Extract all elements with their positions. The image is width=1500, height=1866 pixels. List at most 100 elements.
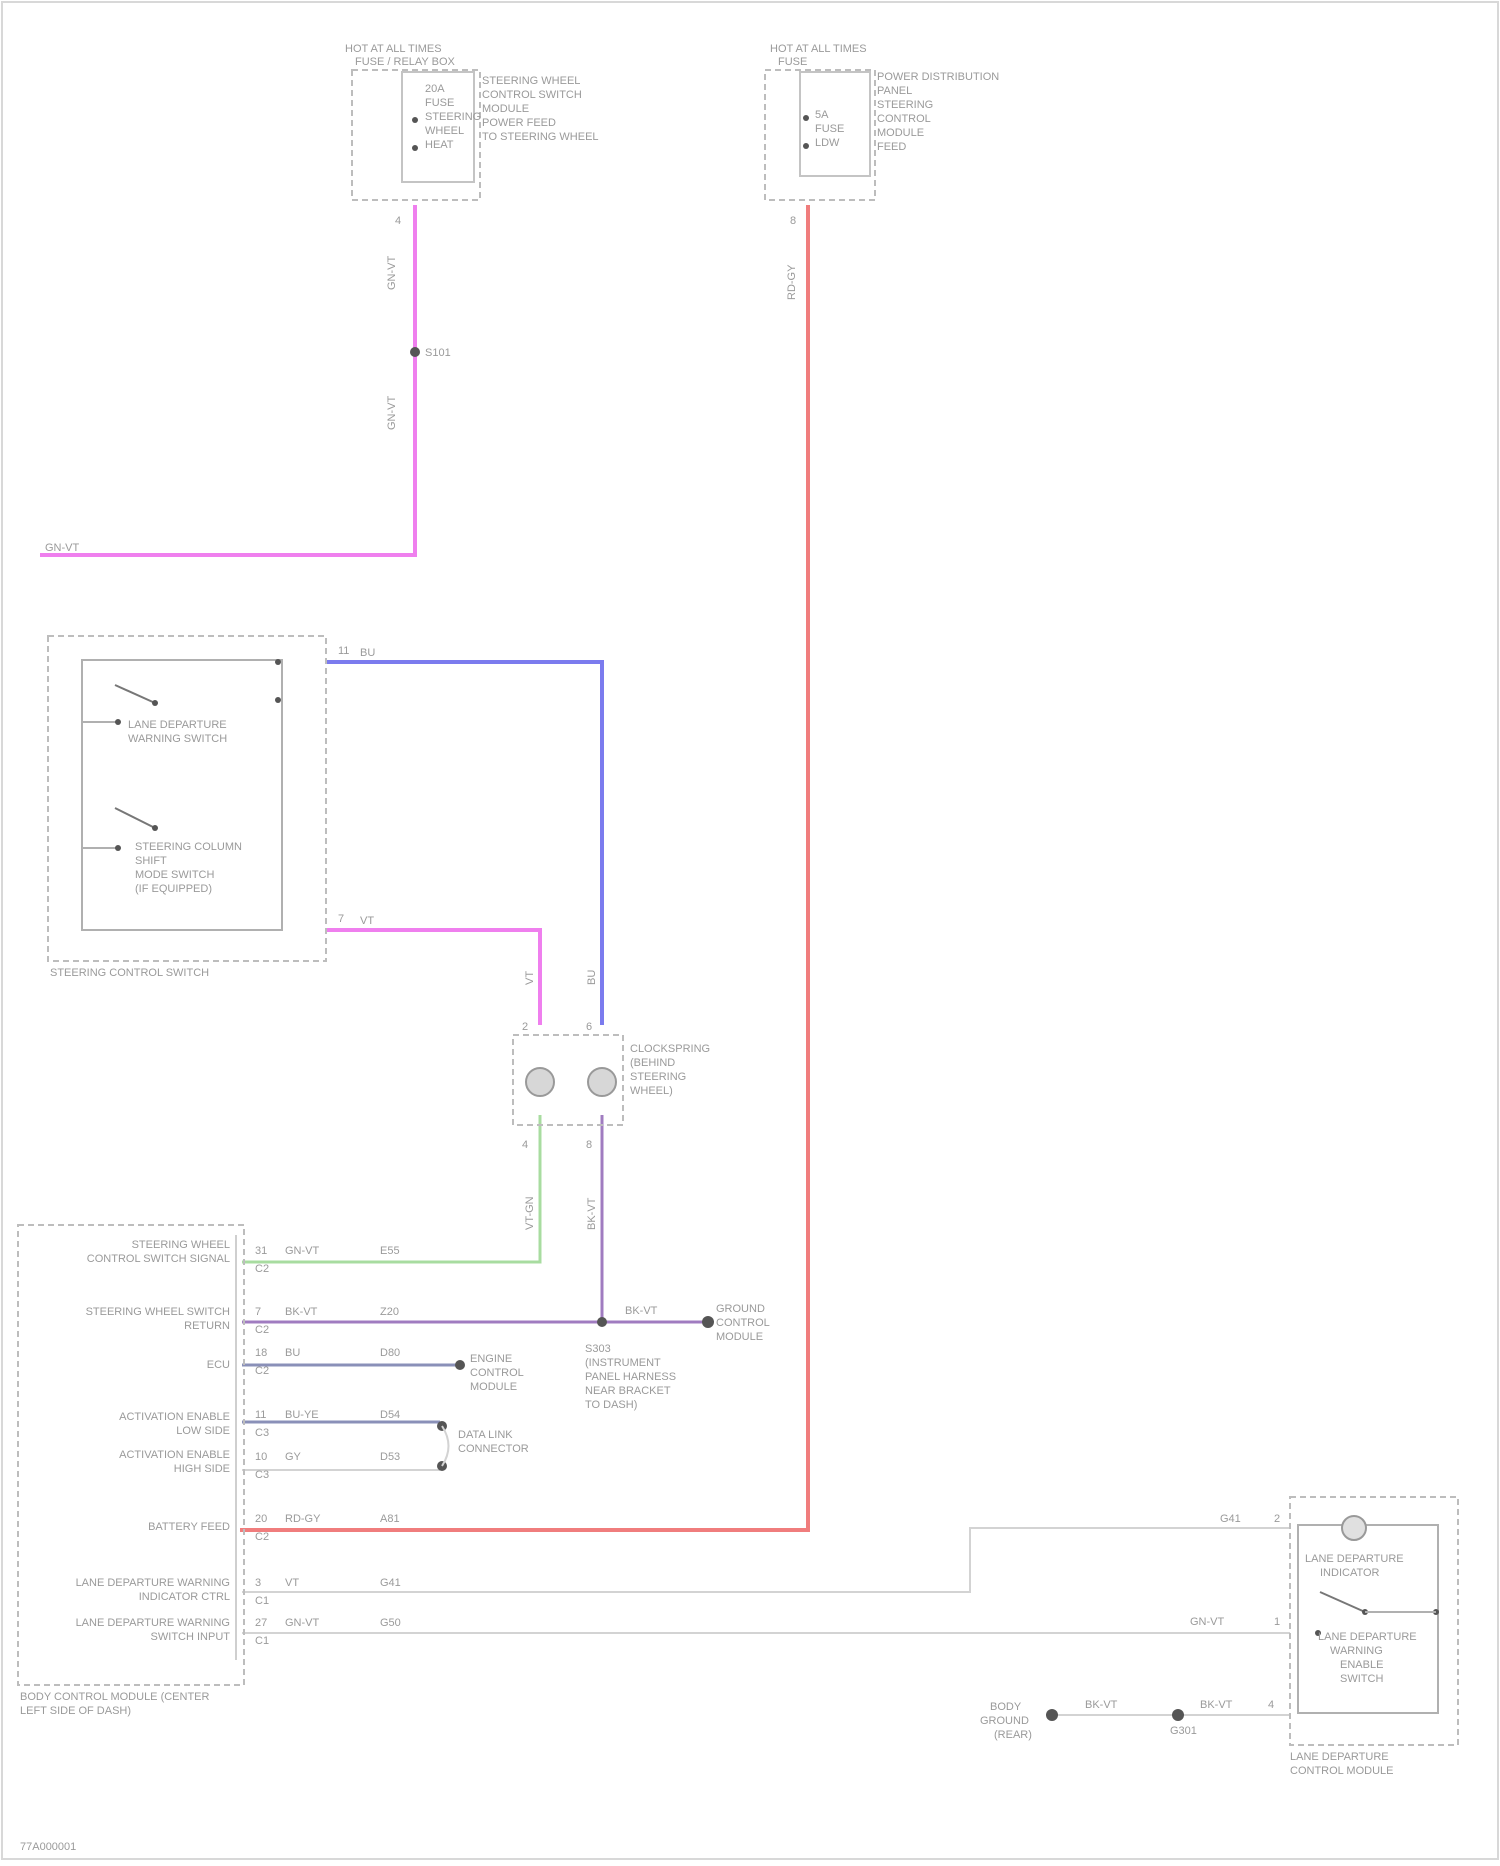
svg-text:BK-VT: BK-VT bbox=[625, 1305, 658, 1317]
svg-text:MODULE: MODULE bbox=[482, 103, 529, 115]
svg-text:NEAR BRACKET: NEAR BRACKET bbox=[585, 1385, 671, 1397]
svg-text:LANE DEPARTURE: LANE DEPARTURE bbox=[1305, 1553, 1404, 1565]
svg-text:20: 20 bbox=[255, 1513, 267, 1525]
svg-text:WARNING SWITCH: WARNING SWITCH bbox=[128, 733, 227, 745]
svg-text:CONTROL SWITCH SIGNAL: CONTROL SWITCH SIGNAL bbox=[87, 1253, 230, 1265]
svg-text:G50: G50 bbox=[380, 1617, 401, 1629]
svg-text:C1: C1 bbox=[255, 1595, 269, 1607]
svg-text:LANE DEPARTURE WARNING: LANE DEPARTURE WARNING bbox=[76, 1617, 230, 1629]
footer-code: 77A000001 bbox=[20, 1841, 76, 1853]
svg-text:27: 27 bbox=[255, 1617, 267, 1629]
wire-label-left-b: GN-VT bbox=[386, 396, 398, 431]
svg-text:STEERING: STEERING bbox=[425, 111, 481, 123]
svg-text:C2: C2 bbox=[255, 1324, 269, 1336]
svg-text:8: 8 bbox=[586, 1139, 592, 1151]
svg-text:E55: E55 bbox=[380, 1245, 400, 1257]
svg-text:TO STEERING WHEEL: TO STEERING WHEEL bbox=[482, 131, 599, 143]
svg-text:LANE DEPARTURE: LANE DEPARTURE bbox=[128, 719, 227, 731]
svg-text:RD-GY: RD-GY bbox=[285, 1513, 321, 1525]
svg-text:A81: A81 bbox=[380, 1513, 400, 1525]
svg-text:(INSTRUMENT: (INSTRUMENT bbox=[585, 1357, 661, 1369]
svg-text:BU-YE: BU-YE bbox=[285, 1409, 319, 1421]
svg-text:D80: D80 bbox=[380, 1347, 400, 1359]
svg-text:S303: S303 bbox=[585, 1343, 611, 1355]
fuse-left-name: FUSE / RELAY BOX bbox=[355, 56, 456, 68]
svg-text:20A: 20A bbox=[425, 83, 445, 95]
svg-text:CONTROL: CONTROL bbox=[470, 1367, 524, 1379]
svg-text:D53: D53 bbox=[380, 1451, 400, 1463]
svg-text:G41: G41 bbox=[380, 1577, 401, 1589]
svg-text:5A: 5A bbox=[815, 109, 829, 121]
svg-text:6: 6 bbox=[586, 1021, 592, 1033]
bcm-name: BODY CONTROL MODULE (CENTER bbox=[20, 1691, 210, 1703]
svg-text:BK-VT: BK-VT bbox=[1085, 1699, 1118, 1711]
svg-text:LDW: LDW bbox=[815, 137, 840, 149]
svg-text:FUSE: FUSE bbox=[815, 123, 844, 135]
svg-text:STEERING: STEERING bbox=[630, 1071, 686, 1083]
svg-text:1: 1 bbox=[1274, 1616, 1280, 1628]
svg-text:CONTROL: CONTROL bbox=[716, 1317, 770, 1329]
svg-text:HIGH SIDE: HIGH SIDE bbox=[174, 1463, 230, 1475]
svg-text:ENABLE: ENABLE bbox=[1340, 1659, 1383, 1671]
svg-text:LANE DEPARTURE WARNING: LANE DEPARTURE WARNING bbox=[76, 1577, 230, 1589]
svg-text:CONTROL SWITCH: CONTROL SWITCH bbox=[482, 89, 582, 101]
svg-text:C3: C3 bbox=[255, 1469, 269, 1481]
svg-text:VT: VT bbox=[285, 1577, 299, 1589]
svg-text:BU: BU bbox=[285, 1347, 300, 1359]
svg-text:WARNING: WARNING bbox=[1330, 1645, 1383, 1657]
svg-text:(BEHIND: (BEHIND bbox=[630, 1057, 675, 1069]
svg-text:2: 2 bbox=[522, 1021, 528, 1033]
svg-text:ECU: ECU bbox=[207, 1359, 230, 1371]
svg-text:STEERING WHEEL SWITCH: STEERING WHEEL SWITCH bbox=[86, 1306, 230, 1318]
svg-text:MODE SWITCH: MODE SWITCH bbox=[135, 869, 214, 881]
wire-label-left-a: GN-VT bbox=[386, 256, 398, 291]
svg-text:Z20: Z20 bbox=[380, 1306, 399, 1318]
svg-text:BATTERY FEED: BATTERY FEED bbox=[148, 1521, 230, 1533]
svg-text:ACTIVATION ENABLE: ACTIVATION ENABLE bbox=[119, 1411, 230, 1423]
wire-label-right: RD-GY bbox=[786, 264, 798, 300]
fuse-left-pin: 4 bbox=[395, 215, 401, 227]
fuse-box-right: HOT AT ALL TIMES FUSE 5A FUSE LDW POWER … bbox=[765, 43, 999, 227]
svg-text:TO DASH): TO DASH) bbox=[585, 1399, 637, 1411]
svg-text:10: 10 bbox=[255, 1451, 267, 1463]
fuse-right-name: FUSE bbox=[778, 56, 807, 68]
svg-text:SWITCH: SWITCH bbox=[1340, 1673, 1383, 1685]
svg-text:D54: D54 bbox=[380, 1409, 400, 1421]
svg-text:BK-VT: BK-VT bbox=[586, 1197, 598, 1230]
lane-departure-module: LANE DEPARTURE INDICATOR LANE DEPARTURE … bbox=[1190, 1497, 1458, 1777]
svg-text:31: 31 bbox=[255, 1245, 267, 1257]
svg-text:POWER FEED: POWER FEED bbox=[482, 117, 556, 129]
svg-text:4: 4 bbox=[522, 1139, 528, 1151]
svg-text:STEERING WHEEL: STEERING WHEEL bbox=[482, 75, 580, 87]
svg-text:C2: C2 bbox=[255, 1263, 269, 1275]
clockspring: CLOCKSPRING (BEHIND STEERING WHEEL) 2 6 … bbox=[513, 1021, 710, 1151]
svg-text:INDICATOR CTRL: INDICATOR CTRL bbox=[139, 1591, 230, 1603]
splice-label: S101 bbox=[425, 347, 451, 359]
steering-control-switch: LANE DEPARTURE WARNING SWITCH STEERING C… bbox=[48, 636, 349, 979]
svg-text:GN-VT: GN-VT bbox=[285, 1617, 320, 1629]
wire-green bbox=[242, 1115, 540, 1262]
svg-text:C2: C2 bbox=[255, 1365, 269, 1377]
svg-text:ACTIVATION ENABLE: ACTIVATION ENABLE bbox=[119, 1449, 230, 1461]
svg-text:LANE DEPARTURE: LANE DEPARTURE bbox=[1318, 1631, 1417, 1643]
svg-text:BODY: BODY bbox=[990, 1701, 1022, 1713]
svg-text:FEED: FEED bbox=[877, 141, 906, 153]
svg-text:7: 7 bbox=[338, 913, 344, 925]
bcm-row-3: ACTIVATION ENABLE LOW SIDE 11 C3 BU-YE D… bbox=[119, 1409, 400, 1439]
svg-text:11: 11 bbox=[338, 645, 349, 657]
svg-text:WHEEL: WHEEL bbox=[425, 125, 464, 137]
fuse-box-left: HOT AT ALL TIMES FUSE / RELAY BOX 20A FU… bbox=[345, 43, 599, 227]
svg-text:BK-VT: BK-VT bbox=[1200, 1699, 1233, 1711]
svg-text:C1: C1 bbox=[255, 1635, 269, 1647]
wire-pink-switch bbox=[325, 930, 540, 1025]
svg-text:GY: GY bbox=[285, 1451, 302, 1463]
fuse-right-header: HOT AT ALL TIMES bbox=[770, 43, 867, 55]
svg-text:LOW SIDE: LOW SIDE bbox=[176, 1425, 230, 1437]
wire-pink-left-fuse bbox=[40, 205, 415, 555]
svg-text:G41: G41 bbox=[1220, 1513, 1241, 1525]
svg-text:RETURN: RETURN bbox=[184, 1320, 230, 1332]
svg-text:STEERING COLUMN: STEERING COLUMN bbox=[135, 841, 242, 853]
svg-text:ENGINE: ENGINE bbox=[470, 1353, 512, 1365]
wire-label-left-run: GN-VT bbox=[45, 542, 80, 554]
wire-purple bbox=[242, 1115, 602, 1322]
